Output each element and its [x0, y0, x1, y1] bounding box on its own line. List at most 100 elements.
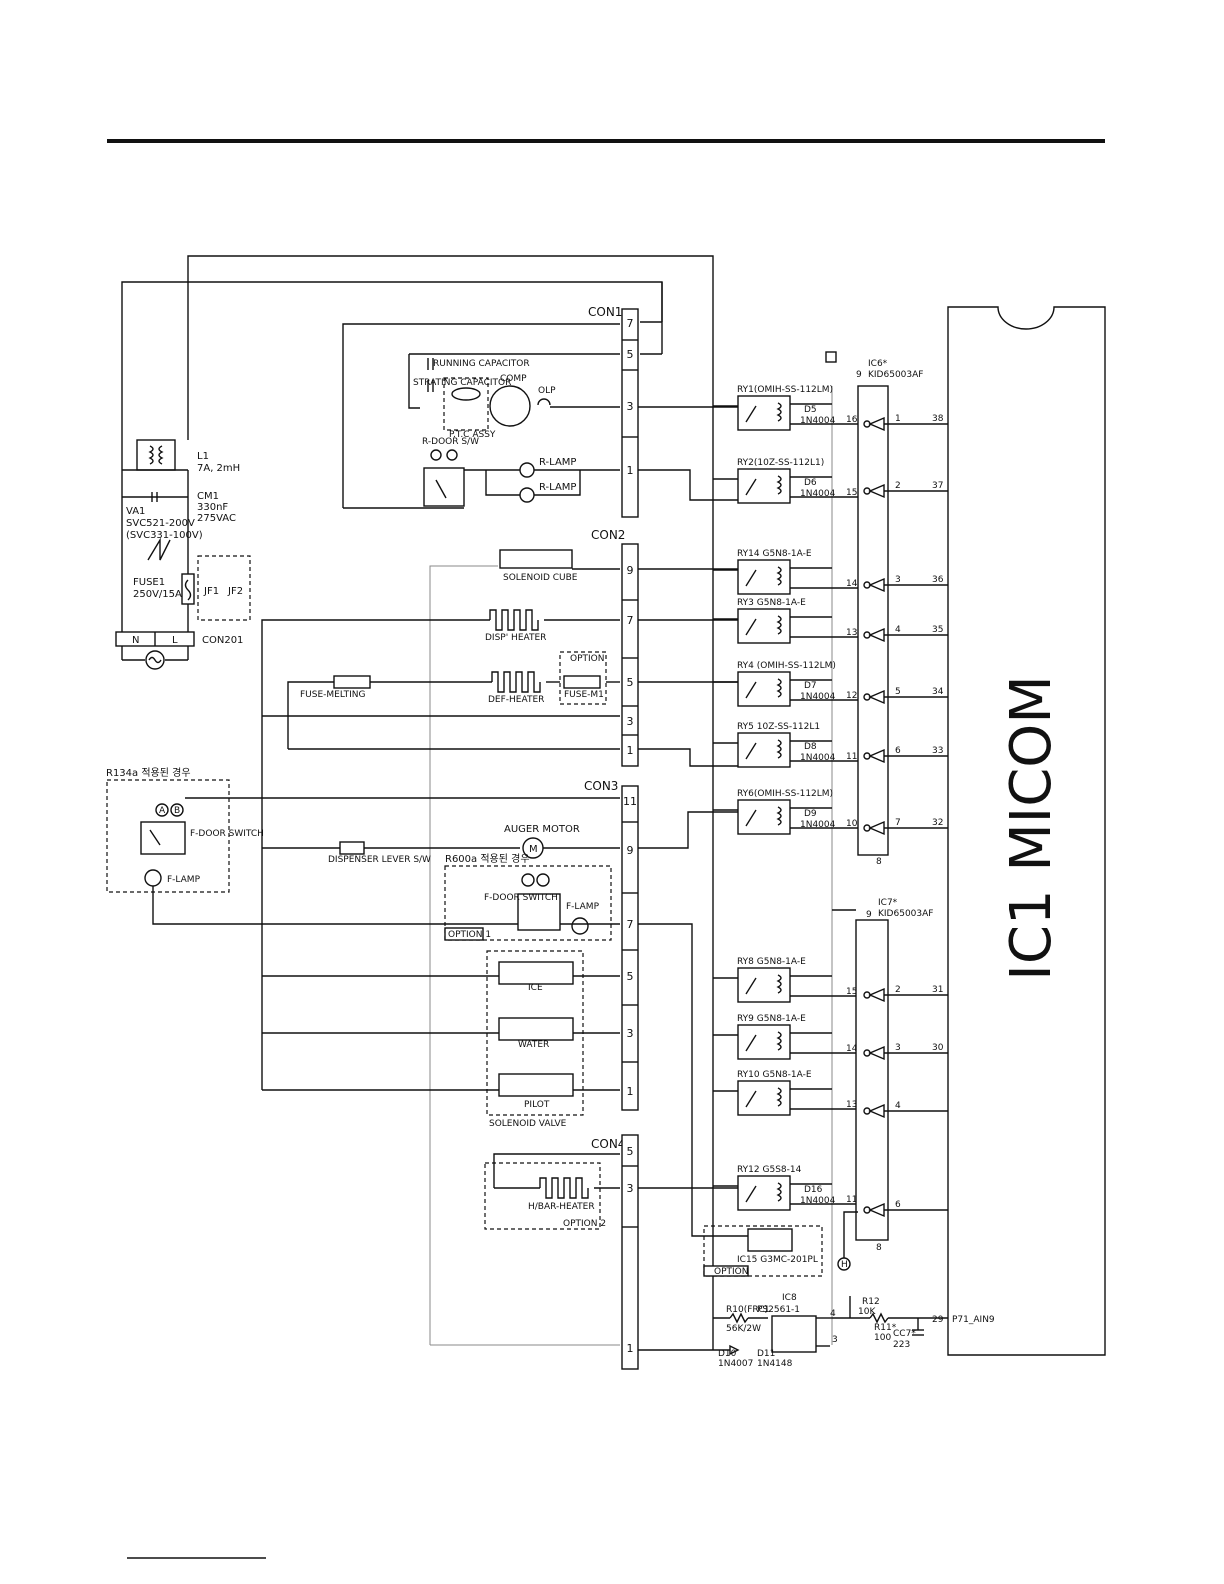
starting-cap-label: STRATING CAPACITOR	[413, 378, 511, 388]
con4-pin: 3	[627, 1182, 634, 1195]
buffer-bubble	[863, 581, 871, 589]
fdoor-switch2-label: F-DOOR SWITCH	[484, 893, 558, 903]
con2-pin: 1	[627, 744, 634, 757]
relay-diode-part: 1N4004	[800, 692, 836, 702]
ic6-pin8: 8	[876, 857, 882, 867]
relay-body	[737, 1175, 791, 1211]
solenoid-cube-label: SOLENOID CUBE	[503, 573, 578, 583]
relay-diode-label: D6	[804, 478, 817, 488]
fuse-m1-label: FUSE-M1	[564, 690, 604, 700]
micom-pin-num: 34	[932, 687, 944, 697]
buffer-pin: 6	[895, 1200, 901, 1210]
pilot-label: PILOT	[524, 1100, 550, 1110]
relay-label: RY9 G5N8-1A-E	[737, 1014, 806, 1024]
con2-pin: 9	[627, 564, 634, 577]
flamp-icon	[144, 869, 162, 887]
d11-part: 1N4148	[757, 1359, 793, 1369]
con2-pin: 7	[627, 614, 634, 627]
relay-diode-label: D7	[804, 681, 817, 691]
running-cap-label: RUNNING CAPACITOR	[433, 359, 530, 369]
relay-label: RY12 G5S8-14	[737, 1165, 802, 1175]
d11-label: D11	[757, 1349, 775, 1359]
con1-pin: 1	[627, 464, 634, 477]
con2-loads: SOLENOID CUBE DISP' HEATER FUSE-MELTING …	[261, 549, 620, 1090]
n-terminal: N	[132, 635, 139, 646]
ptc-label: P.T.C ASSY	[449, 430, 496, 440]
cm1-rating: 275VAC	[197, 513, 236, 524]
con4-pin: 1	[627, 1342, 634, 1355]
relay-body	[737, 967, 791, 1003]
relay-diode-label: D8	[804, 742, 817, 752]
disp-heater-label: DISP' HEATER	[485, 633, 546, 643]
connector-con1: CON1 7 5 3 1	[588, 305, 639, 518]
ic6-part: KID65003AF	[868, 370, 923, 380]
micom-pin29-name: P71_AIN9	[952, 1315, 995, 1325]
relay-coil-icon	[776, 806, 782, 826]
relay-diode-part: 1N4004	[800, 753, 836, 763]
ic6-driver: + IC6* 9 KID65003AF 8	[825, 351, 923, 867]
driver-buffer: 6	[863, 1200, 948, 1218]
relay-ic-pin: 16	[846, 415, 858, 425]
def-heater-label: DEF-HEATER	[488, 695, 544, 705]
pin4-label: 4	[830, 1309, 836, 1319]
h-label: H	[841, 1260, 848, 1270]
relay: RY8 G5N8-1A-E15	[713, 957, 858, 1003]
buffer-bubble	[863, 752, 871, 760]
ic7-part: KID65003AF	[878, 909, 933, 919]
r134a-section: R134a 적용된 경우 A B F-DOOR SWITCH F-LAMP DI…	[106, 766, 620, 925]
flamp2-label: F-LAMP	[566, 902, 600, 912]
buffer-pin: 1	[895, 414, 901, 424]
relay-coil-icon	[776, 1182, 782, 1202]
va1-name: VA1	[126, 506, 145, 517]
r600a-section: R600a 적용된 경우 F-DOOR SWITCH F-LAMP OPTION…	[444, 852, 612, 941]
option1-label: OPTION 1	[448, 930, 491, 940]
relay-contact	[745, 618, 757, 636]
va1-value: SVC521-200V	[126, 518, 195, 529]
disp-heater-icon	[489, 609, 539, 631]
jf2-label: JF2	[227, 586, 243, 597]
buffer-bubble	[863, 1107, 871, 1115]
ice-label: ICE	[528, 983, 543, 993]
solenoid-valve-section: ICE WATER PILOT SOLENOID VALVE	[262, 950, 620, 1129]
micom-pin-num: 33	[932, 746, 943, 756]
relay-body	[737, 559, 791, 595]
connector-con2: CON2 9 7 5 3 1	[591, 528, 639, 767]
auger-motor-label: AUGER MOTOR	[504, 824, 580, 835]
buffer-pin: 6	[895, 746, 901, 756]
comp-label: COMP	[500, 374, 527, 384]
compressor-icon	[489, 385, 531, 427]
rlamp-icon	[519, 462, 535, 478]
con2-pin: 3	[627, 715, 634, 728]
ic6-pin9: 9	[856, 370, 862, 380]
con1-pin: 7	[627, 317, 634, 330]
buffer-pin: 2	[895, 985, 901, 995]
ic8-label: IC8	[782, 1293, 797, 1303]
hbar-heater-icon	[539, 1177, 589, 1199]
con3-pin: 5	[627, 970, 634, 983]
relay-contact	[745, 977, 757, 995]
micom-pin-num: 32	[932, 818, 943, 828]
driver-buffer: 4	[863, 1101, 948, 1119]
r600a-label: R600a 적용된 경우	[445, 852, 530, 865]
relay-ic-pin: 15	[846, 987, 857, 997]
buffer-bubble	[863, 824, 871, 832]
buffer-pin: 3	[895, 575, 901, 585]
relay-label: RY10 G5N8-1A-E	[737, 1070, 812, 1080]
flamp-label: F-LAMP	[167, 875, 201, 885]
micom-body	[947, 306, 1106, 1356]
micom-pin-num: 36	[932, 575, 944, 585]
ic7-pin9: 9	[866, 910, 872, 920]
relay-ic-pin: 10	[846, 819, 858, 829]
hbar-heater-section: H/BAR-HEATER OPTION 2	[430, 1153, 620, 1346]
relay-ic-pin: 14	[846, 579, 858, 589]
bottom-option: OPTION	[714, 1267, 748, 1277]
buffer-bubble	[863, 487, 871, 495]
buffer-bubble	[863, 1206, 871, 1214]
con1-label: CON1	[588, 305, 622, 319]
jf1-label: JF1	[203, 586, 219, 597]
dispenser-lever-label: DISPENSER LEVER S/W	[328, 855, 431, 865]
